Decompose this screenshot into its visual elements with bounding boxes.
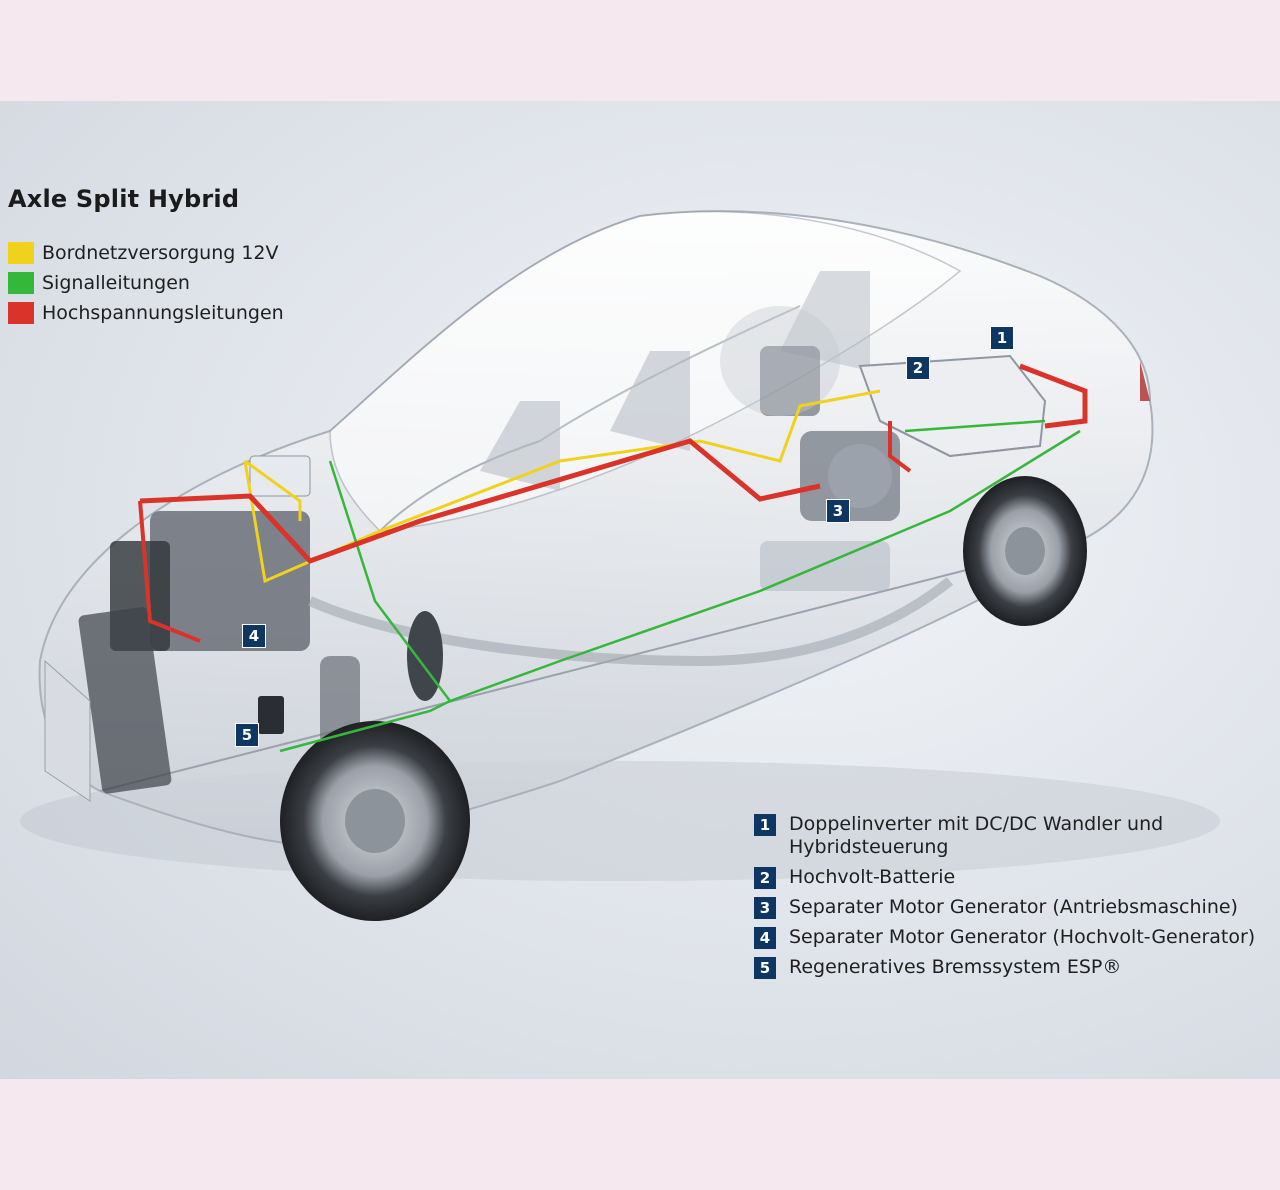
diagram-title: Axle Split Hybrid (8, 185, 240, 213)
list-item: 2 Hochvolt-Batterie (754, 866, 1278, 889)
legend-swatch-red (8, 302, 34, 324)
marker-3: 3 (826, 499, 850, 523)
list-label: Separater Motor Generator (Hochvolt-Gene… (789, 926, 1256, 948)
component-list: 1 Doppelinverter mit DC/DC Wandler und H… (754, 813, 1278, 986)
list-item: 3 Separater Motor Generator (Antriebsmas… (754, 896, 1278, 919)
legend-label: Signalleitungen (42, 272, 190, 294)
list-number: 5 (754, 957, 776, 979)
legend-swatch-green (8, 272, 34, 294)
rear-wheel (963, 476, 1087, 626)
marker-1: 1 (990, 326, 1014, 350)
line-signal (328, 429, 1081, 703)
list-label: Regeneratives Bremssystem ESP® (789, 956, 1122, 978)
list-item: 1 Doppelinverter mit DC/DC Wandler und H… (754, 813, 1278, 859)
marker-2: 2 (906, 356, 930, 380)
car-illustration (20, 210, 1220, 921)
list-label: Hochvolt-Batterie (789, 866, 956, 888)
legend-label: Hochspannungsleitungen (42, 302, 284, 324)
list-number: 3 (754, 897, 776, 919)
list-number: 1 (754, 814, 776, 836)
diagram-panel: Axle Split Hybrid Bordnetzversorgung 12V… (0, 101, 1280, 1079)
marker-4: 4 (242, 624, 266, 648)
legend-swatch-yellow (8, 242, 34, 264)
front-wheel (280, 721, 470, 921)
marker-5: 5 (235, 723, 259, 747)
list-item: 5 Regeneratives Bremssystem ESP® (754, 956, 1278, 979)
legend-item-hv: Hochspannungsleitungen (8, 301, 284, 325)
legend-item-12v: Bordnetzversorgung 12V (8, 241, 279, 265)
list-label: Separater Motor Generator (Antriebsmasch… (789, 896, 1238, 918)
line-hv (139, 438, 821, 564)
list-number: 2 (754, 867, 776, 889)
line-12v (243, 389, 881, 584)
legend-item-signal: Signalleitungen (8, 271, 190, 295)
list-label: Doppelinverter mit DC/DC Wandler und Hyb… (789, 813, 1164, 858)
list-item: 4 Separater Motor Generator (Hochvolt-Ge… (754, 926, 1278, 949)
legend-label: Bordnetzversorgung 12V (42, 242, 279, 264)
list-number: 4 (754, 927, 776, 949)
engine-block (150, 511, 310, 651)
